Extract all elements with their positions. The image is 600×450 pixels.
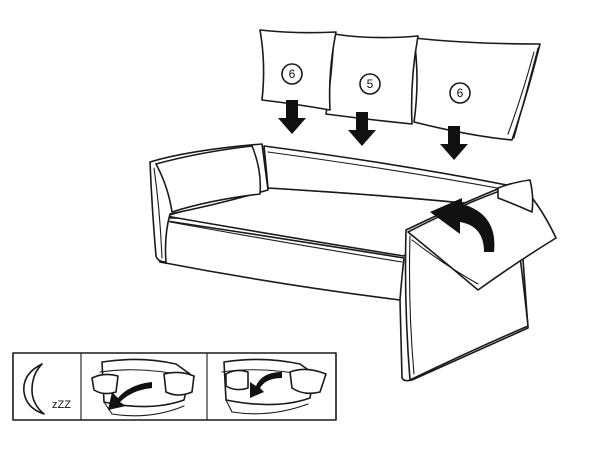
curved-arrow-icon	[250, 372, 282, 398]
back-cushions: 6 5 6	[259, 29, 541, 141]
back-cushion-right	[413, 37, 541, 141]
down-arrow-icon	[278, 100, 306, 134]
step-panel-unfold	[91, 358, 195, 417]
sofa	[149, 143, 557, 382]
step-panel-fold	[221, 358, 327, 415]
down-arrow-icon	[348, 112, 376, 146]
moon-icon	[23, 363, 45, 415]
cushion-badge-1: 6	[281, 63, 303, 85]
curved-arrow-icon	[430, 198, 495, 252]
curved-arrow-icon	[108, 382, 152, 410]
cushion-badge-2: 5	[359, 73, 381, 95]
svg-text:6: 6	[289, 67, 296, 81]
svg-text:5: 5	[367, 77, 374, 91]
cushion-badge-3: 6	[449, 82, 471, 104]
zzz-label: zZZ	[52, 399, 71, 411]
down-arrows	[278, 100, 468, 160]
instruction-strip: zZZ	[12, 352, 337, 421]
sleep-panel: zZZ	[23, 363, 71, 415]
down-arrow-icon	[440, 126, 468, 160]
svg-text:6: 6	[457, 86, 464, 100]
